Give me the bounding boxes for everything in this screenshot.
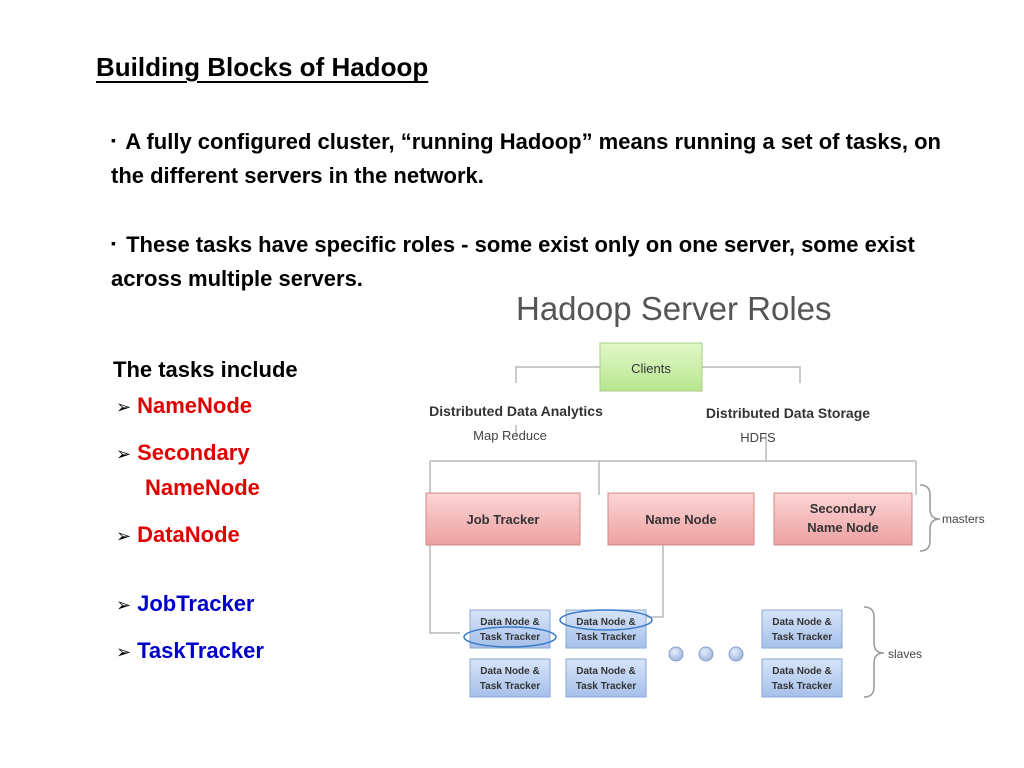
connector-lines (429, 366, 917, 634)
svg-text:Task Tracker: Task Tracker (772, 632, 833, 643)
highlight-ellipse (559, 609, 653, 631)
bullet-roles: ▪ These tasks have specific roles - some… (111, 226, 951, 296)
job-tracker-box (425, 492, 581, 546)
arrow-bullet-icon: ➢ (116, 444, 132, 464)
slave-node-4: Data Node & Task Tracker (469, 658, 551, 698)
slaves-label: slaves (888, 647, 922, 661)
clients-label: Clients (631, 361, 671, 376)
slaves-bracket (863, 606, 885, 698)
svg-text:Task Tracker: Task Tracker (576, 681, 637, 692)
svg-text:Task Tracker: Task Tracker (480, 632, 541, 643)
slave-node-6: Data Node & Task Tracker (761, 658, 843, 698)
slave-node-3: Data Node & Task Tracker (761, 609, 843, 649)
highlight-ellipse (463, 626, 557, 648)
name-node-box (607, 492, 755, 546)
ellipsis-dot-icon (728, 646, 744, 662)
diagram-title: Hadoop Server Roles (516, 290, 832, 327)
clients-box (599, 342, 703, 392)
ellipsis-dot-icon (698, 646, 714, 662)
arrow-bullet-icon: ➢ (116, 595, 132, 615)
slave-node-5: Data Node & Task Tracker (565, 658, 647, 698)
storage-title: Distributed Data Storage (706, 405, 870, 421)
arrow-bullet-icon: ➢ (116, 642, 132, 662)
secondary-name-node-label-2: Name Node (807, 520, 879, 535)
slide-title: Building Blocks of Hadoop (96, 52, 429, 82)
square-bullet-icon: ▪ (111, 235, 116, 251)
svg-text:Task Tracker: Task Tracker (480, 681, 541, 692)
task-label-continued: NameNode (145, 475, 260, 500)
task-label: NameNode (137, 393, 253, 418)
task-datanode: ➢DataNode (116, 522, 240, 548)
hadoop-server-roles-diagram: Hadoop Server Roles Clients Distributed … (425, 290, 985, 698)
secondary-name-node-box (773, 492, 913, 546)
job-tracker-label: Job Tracker (467, 512, 540, 527)
arrow-bullet-icon: ➢ (116, 526, 132, 546)
task-label: DataNode (137, 522, 240, 547)
svg-text:Data Node &: Data Node & (576, 666, 635, 677)
svg-text:Data Node &: Data Node & (480, 617, 539, 628)
analytics-title: Distributed Data Analytics (429, 403, 603, 419)
masters-label: masters (942, 512, 985, 526)
task-label: TaskTracker (137, 638, 264, 663)
masters-bracket (919, 484, 941, 552)
task-namenode: ➢NameNode (116, 393, 252, 419)
bullet-text: A fully configured cluster, “running Had… (111, 129, 941, 188)
svg-text:Task Tracker: Task Tracker (772, 681, 833, 692)
task-label: JobTracker (137, 591, 255, 616)
task-secondary-namenode: ➢Secondary (116, 440, 250, 466)
svg-text:Task Tracker: Task Tracker (576, 632, 637, 643)
task-jobtracker: ➢JobTracker (116, 591, 255, 617)
svg-text:Data Node &: Data Node & (772, 666, 831, 677)
square-bullet-icon: ▪ (111, 132, 116, 148)
task-label: Secondary (137, 440, 250, 465)
svg-text:Data Node &: Data Node & (772, 617, 831, 628)
storage-subtitle: HDFS (740, 430, 776, 445)
secondary-name-node-label-1: Secondary (810, 501, 877, 516)
ellipsis-dot-icon (668, 646, 684, 662)
bullet-text: These tasks have specific roles - some e… (111, 232, 915, 291)
task-tasktracker: ➢TaskTracker (116, 638, 264, 664)
tasks-heading: The tasks include (113, 357, 298, 382)
slave-node-2: Data Node & Task Tracker (565, 609, 647, 649)
name-node-label: Name Node (645, 512, 717, 527)
analytics-subtitle: Map Reduce (473, 428, 547, 443)
svg-text:Data Node &: Data Node & (480, 666, 539, 677)
svg-text:Data Node &: Data Node & (576, 617, 635, 628)
bullet-cluster: ▪ A fully configured cluster, “running H… (111, 123, 951, 193)
arrow-bullet-icon: ➢ (116, 397, 132, 417)
